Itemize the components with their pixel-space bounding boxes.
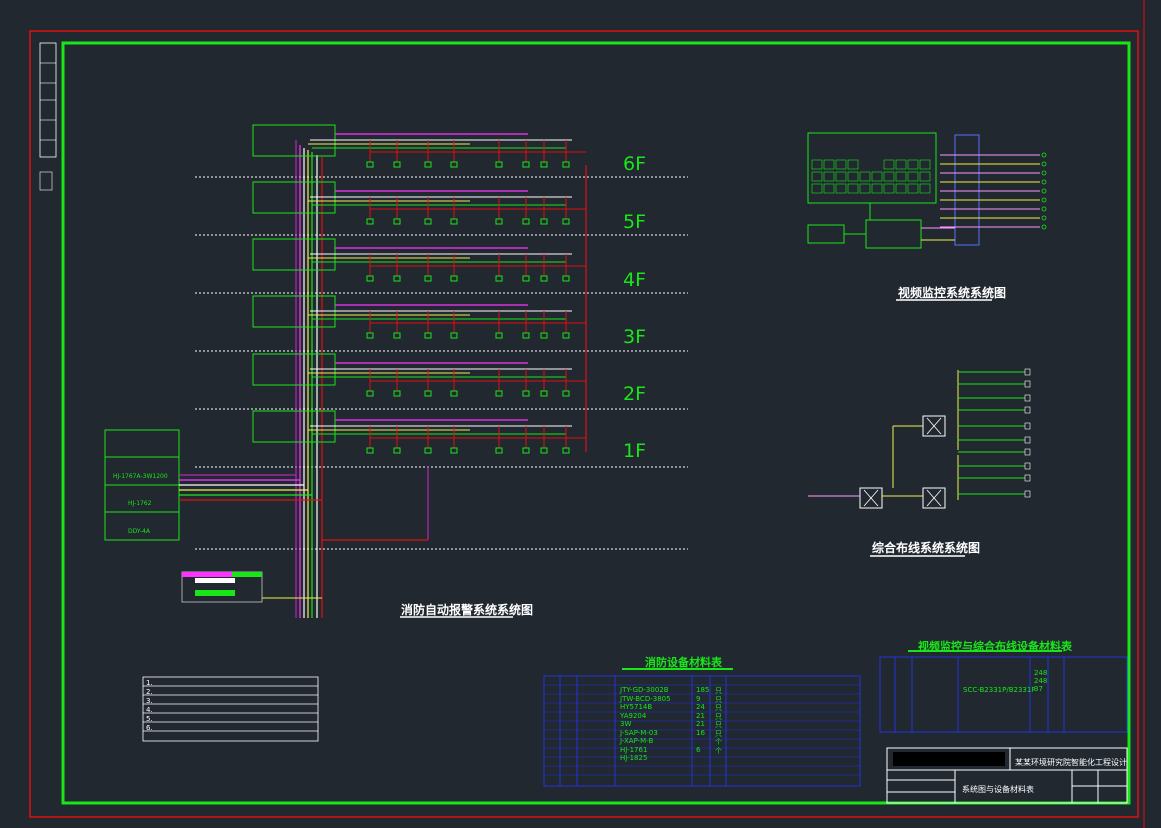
controller-wires <box>179 474 428 541</box>
fireqty-item: 21 <box>696 720 705 728</box>
floor-branch-2 <box>252 353 586 397</box>
firemodels-item: YA9204 <box>620 711 647 720</box>
notes-table <box>142 676 319 742</box>
fireunit-item: 只 <box>715 712 722 721</box>
controller-label-1: HJ-1767A-3W1200 <box>113 473 168 480</box>
fireqty-item: 21 <box>696 711 705 720</box>
videoqty-item: 248 <box>1034 669 1048 677</box>
notes-item: 5. <box>146 715 153 723</box>
floor-label-1f: 1F <box>623 440 647 462</box>
floor-branch-6 <box>252 124 586 168</box>
fireunit-item: 只 <box>715 687 722 695</box>
fire-materials-table <box>543 675 861 787</box>
video-system <box>807 132 980 249</box>
floor-label-5f: 5F <box>623 211 647 233</box>
cabling-title: 综合布线系统系统图 <box>872 541 981 555</box>
notes-item: 2. <box>146 688 153 696</box>
firemodels-item: J-XAP-M-B <box>620 737 654 745</box>
videoqty-item: 37 <box>1034 685 1043 693</box>
controller-stack <box>104 429 180 541</box>
video-title: 视频监控系统系统图 <box>898 286 1007 300</box>
left-margin-mark <box>39 171 53 191</box>
fireunit-item: 只 <box>715 729 722 738</box>
notes-item: 1. <box>146 679 153 687</box>
floor-branch-3 <box>252 295 586 339</box>
floor-label-4f: 4F <box>623 269 647 291</box>
fireunit-item: 个 <box>715 746 722 755</box>
title-block-blackout <box>893 752 1005 766</box>
floor-branch-1 <box>252 410 586 454</box>
fire-alarm-title: 消防自动报警系统系统图 <box>401 603 534 617</box>
legend-patch <box>181 571 322 603</box>
company-name: 某某环境研究院智能化工程设计 <box>1015 758 1127 767</box>
firemodels-item: HJ-1761 <box>620 745 648 754</box>
notes-item: 3. <box>146 697 153 705</box>
fireunit-item: 只 <box>715 704 722 712</box>
firemodels-item: HJ-1825 <box>620 754 648 762</box>
firemodels-item: J-SAP-M-03 <box>620 728 658 737</box>
risers <box>295 140 587 618</box>
fireunit-item: 个 <box>715 738 722 746</box>
cabling-system <box>808 368 1031 509</box>
video-outputs <box>921 152 1047 241</box>
floor-label-6f: 6F <box>623 153 647 175</box>
video-cells <box>811 159 931 194</box>
videoqty-item: 248 <box>1034 677 1048 685</box>
controller-label-2: HJ-1762 <box>128 500 152 507</box>
fireunit-item: 只 <box>715 721 722 729</box>
controller-label-3: DDY-4A <box>128 528 150 535</box>
firemodels-item: JTW-BCD-3805 <box>620 694 671 703</box>
firemodels-item: 3W <box>620 720 632 728</box>
outer-frame <box>29 30 1139 818</box>
floor-branches <box>252 124 586 454</box>
floor-branch-5 <box>252 181 586 225</box>
title-block <box>886 747 1128 804</box>
video-model: SCC-B2331P/B2331P <box>963 686 1036 694</box>
drawing-name: 系统图与设备材料表 <box>962 785 1034 794</box>
floor-label-3f: 3F <box>623 326 647 348</box>
firemodels-item: HY5714B <box>620 703 653 711</box>
notes-item: 6. <box>146 724 153 732</box>
fireqty-item: 6 <box>696 745 701 754</box>
floor-branch-4 <box>252 238 586 282</box>
notes-item: 4. <box>146 706 153 714</box>
fireqty-item: 185 <box>696 686 710 694</box>
floor-label-2f: 2F <box>623 383 647 405</box>
fireqty-item: 24 <box>696 703 705 711</box>
fireunit-item: 只 <box>715 695 722 704</box>
firemodels-item: JTY-GD-3002B <box>620 686 669 694</box>
video-table-title: 视频监控与综合布线设备材料表 <box>918 640 1072 653</box>
fireqty-item: 16 <box>696 728 705 737</box>
inner-frame <box>61 41 1131 805</box>
fireqty-item: 9 <box>696 694 701 703</box>
fire-table-title: 消防设备材料表 <box>645 656 722 669</box>
video-materials-table <box>879 656 1128 733</box>
